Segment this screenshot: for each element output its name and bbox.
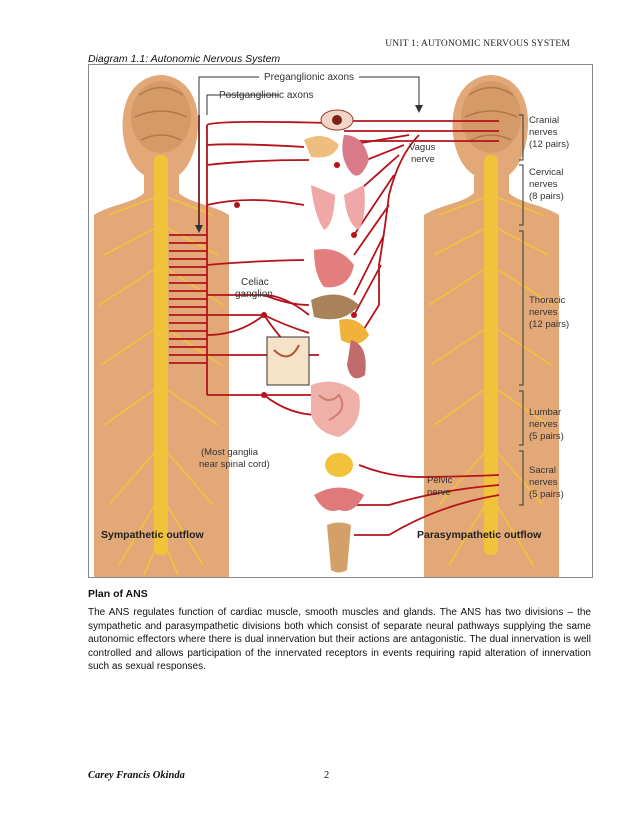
label-vagus-2: nerve	[411, 154, 435, 165]
section-title: Plan of ANS	[88, 588, 148, 600]
label-celiac-2: ganglion	[235, 289, 273, 300]
label-cervical-3: (8 pairs)	[529, 191, 564, 202]
label-sympathetic-outflow: Sympathetic outflow	[101, 529, 205, 541]
label-cervical-2: nerves	[529, 179, 558, 190]
label-cranial-2: nerves	[529, 127, 558, 138]
label-most-ganglia-1: (Most ganglia	[201, 447, 259, 458]
label-cranial-1: Cranial	[529, 115, 559, 126]
label-postganglionic: Postganglionic axons	[219, 90, 314, 101]
label-lumbar-1: Lumbar	[529, 407, 561, 418]
figure-caption: Diagram 1.1: Autonomic Nervous System	[88, 53, 281, 65]
ans-diagram: Preganglionic axons Postganglionic axons…	[88, 64, 593, 578]
label-cervical-1: Cervical	[529, 167, 563, 178]
label-preganglionic: Preganglionic axons	[264, 72, 354, 83]
page-number: 2	[324, 770, 330, 781]
label-sacral-2: nerves	[529, 477, 558, 488]
label-lumbar-3: (5 pairs)	[529, 431, 564, 442]
axon-pointer-arrows	[198, 76, 420, 225]
label-thoracic-2: nerves	[529, 307, 558, 318]
body-paragraph: The ANS regulates function of cardiac mu…	[88, 607, 591, 672]
left-body-silhouette	[94, 75, 229, 577]
label-cranial-3: (12 pairs)	[529, 139, 569, 150]
label-pelvic-1: Pelvic	[427, 475, 453, 486]
label-vagus-1: Vagus	[409, 142, 435, 153]
organs	[266, 109, 369, 573]
label-thoracic-3: (12 pairs)	[529, 319, 569, 330]
footer-author: Carey Francis Okinda	[88, 770, 185, 781]
right-body-silhouette	[424, 75, 559, 577]
label-lumbar-2: nerves	[529, 419, 558, 430]
running-header: UNIT 1: AUTONOMIC NERVOUS SYSTEM	[385, 39, 570, 49]
label-parasympathetic-outflow: Parasympathetic outflow	[417, 529, 542, 541]
label-sacral-1: Sacral	[529, 465, 556, 476]
nerve-group-brackets	[519, 114, 524, 506]
label-celiac-1: Celiac	[241, 277, 269, 288]
label-thoracic-1: Thoracic	[529, 295, 566, 306]
label-pelvic-2: nerve	[427, 487, 451, 498]
label-most-ganglia-2: near spinal cord)	[199, 459, 270, 470]
label-sacral-3: (5 pairs)	[529, 489, 564, 500]
